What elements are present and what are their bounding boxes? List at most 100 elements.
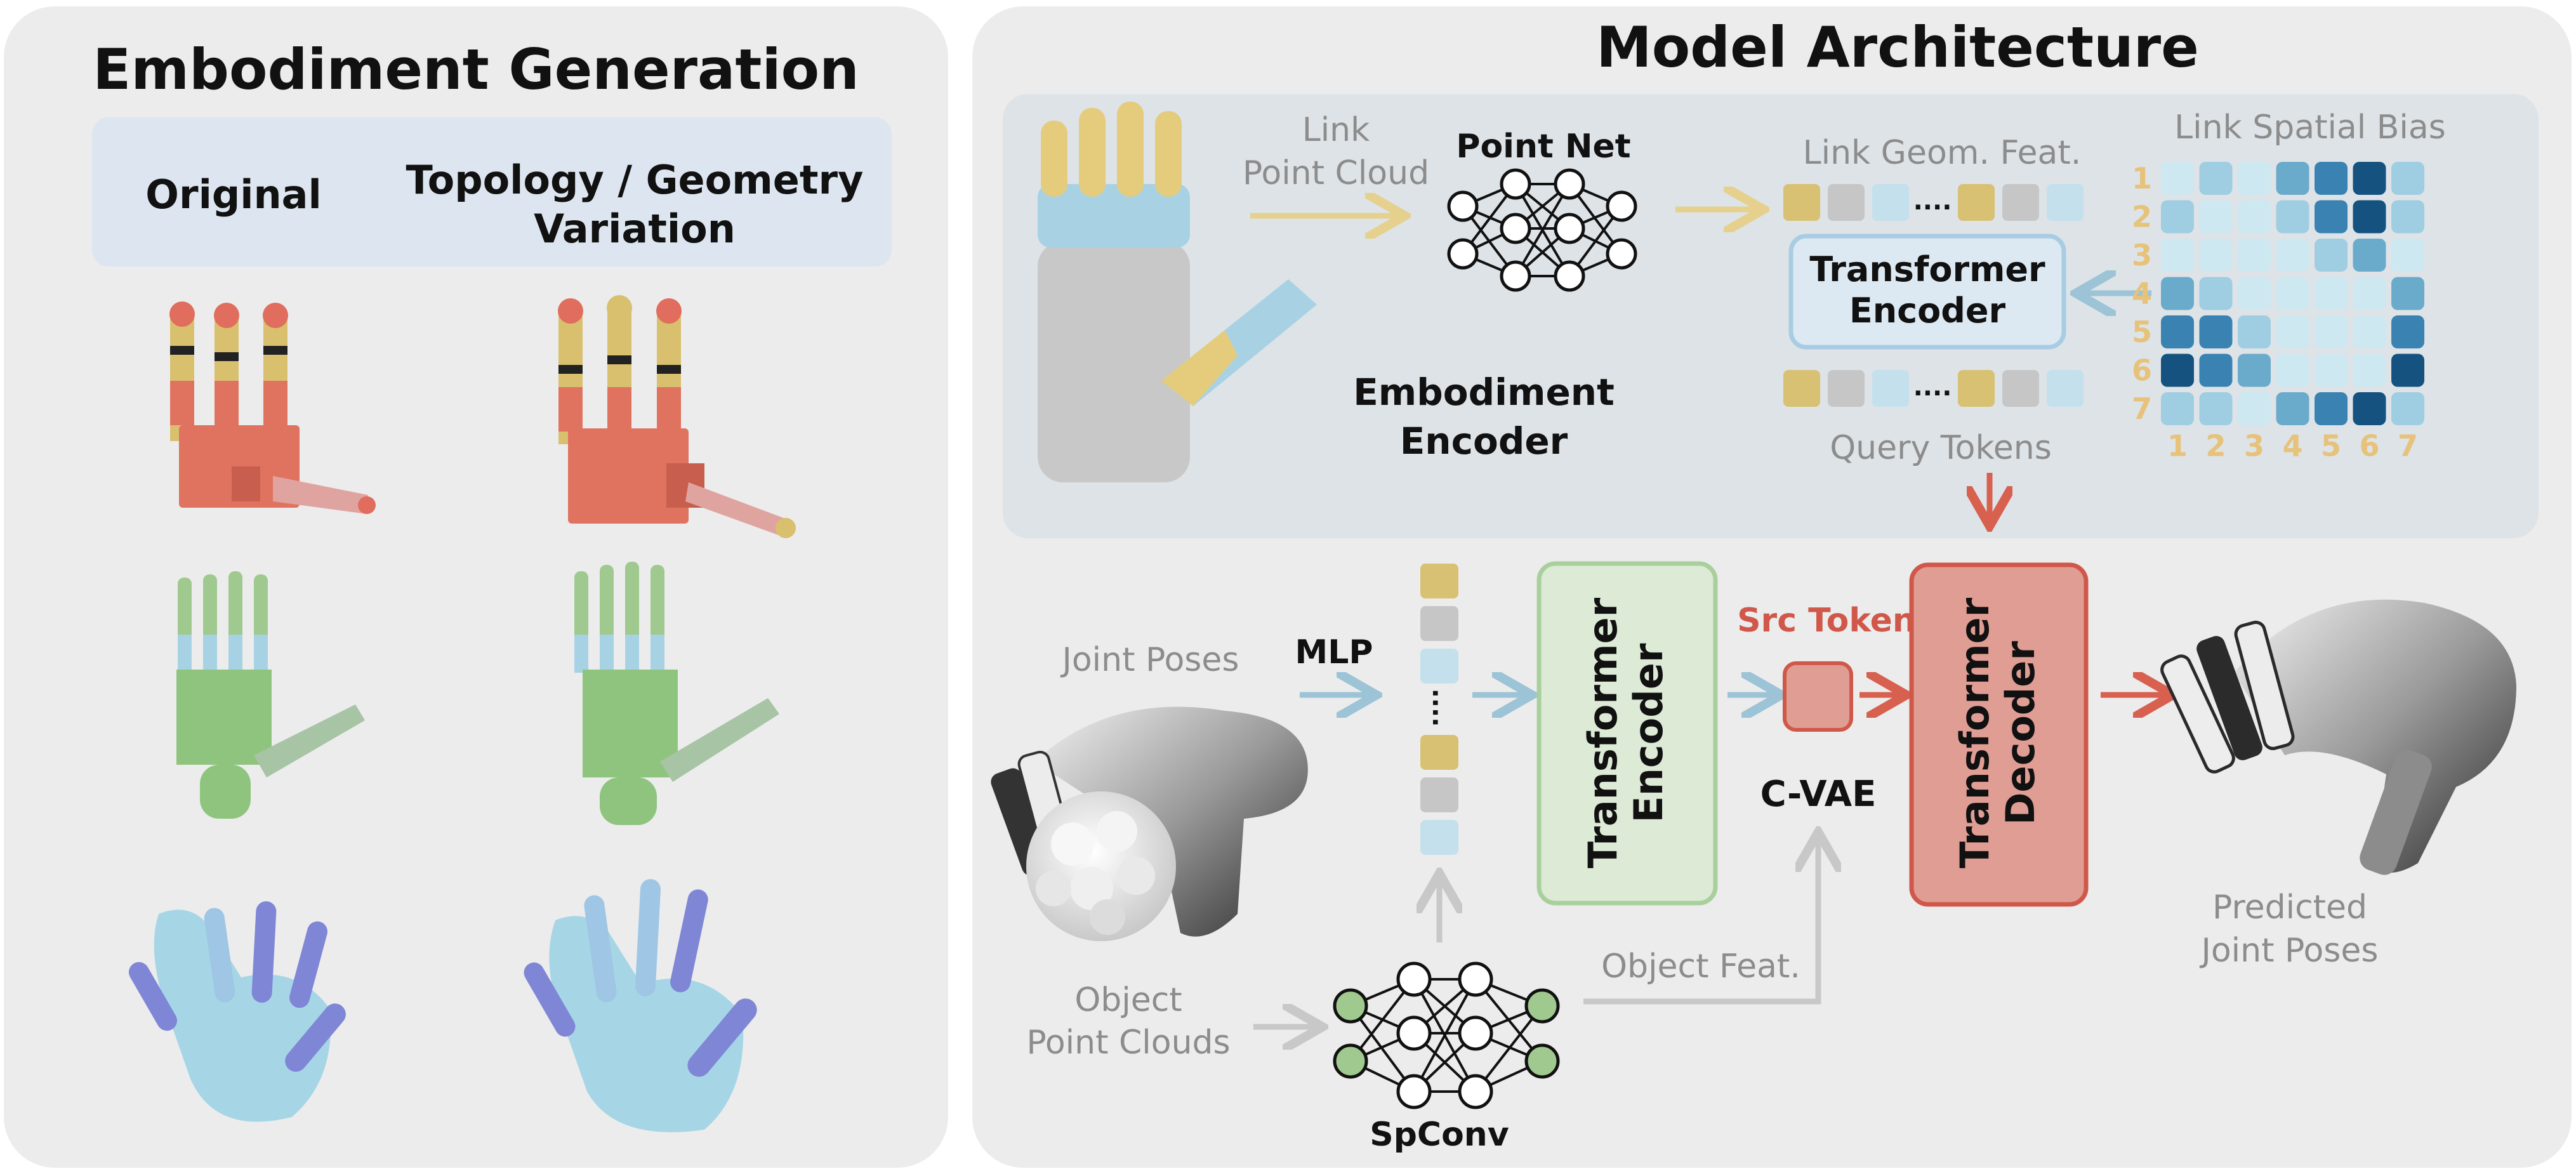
matrix-row-label: 1 — [2132, 161, 2152, 195]
red-hand-variation — [558, 295, 796, 538]
blue-hand-original — [129, 901, 346, 1122]
matrix-cell — [2161, 200, 2194, 234]
matrix-cell — [2276, 200, 2309, 234]
pose-tokens-ellipsis: .... — [1427, 689, 1456, 727]
link-point-cloud-label-2: Point Cloud — [1243, 154, 1429, 192]
matrix-cell — [2391, 315, 2424, 348]
spconv-icon — [1333, 961, 1560, 1109]
link-point-cloud-label-1: Link — [1302, 111, 1370, 149]
red-hand-original — [169, 301, 376, 514]
matrix-row-label: 7 — [2132, 392, 2152, 426]
matrix-cell — [2276, 277, 2309, 310]
predicted-joint-poses-label-1: Predicted — [2212, 889, 2367, 927]
matrix-cell — [2276, 392, 2309, 425]
blue-hand-variation — [524, 879, 757, 1132]
src-token-box — [1783, 661, 1853, 732]
matrix-cell — [2315, 392, 2348, 425]
matrix-cell — [2161, 353, 2194, 387]
matrix-row-label: 5 — [2132, 315, 2152, 349]
matrix-cell — [2199, 277, 2233, 310]
top-transformer-encoder-label-1: Transformer — [1809, 249, 2045, 289]
top-transformer-encoder-label-2: Encoder — [1849, 291, 2006, 331]
matrix-cell — [2391, 239, 2424, 272]
matrix-row-label: 4 — [2132, 277, 2152, 311]
matrix-cell — [2199, 315, 2233, 348]
top-transformer-encoder-box — [1788, 234, 2066, 350]
matrix-col-label: 2 — [2205, 429, 2226, 463]
matrix-col-label: 3 — [2244, 429, 2264, 463]
arrow-object-feat-to-cvae — [1583, 838, 1818, 1005]
matrix-cell — [2238, 315, 2271, 348]
link-point-cloud-hand — [1038, 102, 1317, 482]
green-hand-variation — [574, 562, 779, 825]
matrix-cell — [2238, 353, 2271, 387]
query-tokens-label: Query Tokens — [1830, 429, 2052, 467]
geom-feat-tokens — [1783, 184, 2084, 221]
matrix-cell — [2199, 200, 2233, 234]
src-token-label: Src Token — [1737, 602, 1916, 640]
matrix-cell — [2391, 392, 2424, 425]
matrix-cell — [2238, 200, 2271, 234]
predicted-robot-hand — [2160, 599, 2516, 875]
matrix-cell — [2276, 315, 2309, 348]
matrix-cell — [2315, 200, 2348, 234]
left-header-band — [92, 117, 892, 267]
mlp-label: MLP — [1295, 633, 1373, 671]
matrix-cell — [2161, 277, 2194, 310]
matrix-cell — [2276, 353, 2309, 387]
matrix-col-label: 1 — [2167, 429, 2188, 463]
spatial-bias-matrix — [2161, 162, 2424, 425]
matrix-cell — [2353, 353, 2386, 387]
matrix-row-labels: 1 2 3 4 5 6 7 — [2132, 161, 2152, 426]
col-variation-label-1: Topology / Geometry — [406, 157, 864, 203]
matrix-cell — [2391, 200, 2424, 234]
query-tokens-ellipsis: .... — [1913, 373, 1952, 402]
matrix-row-label: 2 — [2132, 200, 2152, 234]
matrix-cell — [2353, 315, 2386, 348]
point-net-icon — [1447, 168, 1637, 292]
matrix-cell — [2238, 239, 2271, 272]
matrix-cell — [2238, 277, 2271, 310]
spconv-label: SpConv — [1370, 1116, 1509, 1154]
matrix-cell — [2161, 392, 2194, 425]
matrix-cell — [2353, 277, 2386, 310]
matrix-cell — [2353, 239, 2386, 272]
cvae-label: C-VAE — [1760, 774, 1877, 815]
link-spatial-bias-label: Link Spatial Bias — [2174, 109, 2446, 147]
matrix-cell — [2161, 239, 2194, 272]
matrix-cell — [2199, 239, 2233, 272]
matrix-cell — [2353, 162, 2386, 195]
right-panel-title: Model Architecture — [1596, 15, 2199, 80]
matrix-row-label: 3 — [2132, 238, 2152, 272]
matrix-cell — [2353, 392, 2386, 425]
embodiment-encoder-region — [1003, 94, 2539, 538]
matrix-cell — [2391, 162, 2424, 195]
predicted-joint-poses-label-2: Joint Poses — [2200, 932, 2379, 970]
link-geom-feat-label: Link Geom. Feat. — [1803, 134, 2082, 172]
left-panel-title: Embodiment Generation — [93, 37, 859, 102]
matrix-col-label: 4 — [2282, 429, 2302, 463]
matrix-cell — [2238, 162, 2271, 195]
pose-tokens-column — [1420, 564, 1458, 855]
matrix-row-label: 6 — [2132, 353, 2152, 388]
col-variation-label-2: Variation — [534, 206, 736, 252]
embodiment-encoder-label-2: Encoder — [1400, 420, 1568, 463]
geom-feat-ellipsis: .... — [1913, 187, 1952, 216]
matrix-cell — [2353, 200, 2386, 234]
matrix-cell — [2199, 353, 2233, 387]
matrix-cell — [2161, 162, 2194, 195]
matrix-cell — [2315, 315, 2348, 348]
matrix-cell — [2315, 239, 2348, 272]
matrix-col-label: 6 — [2359, 429, 2379, 463]
joint-poses-label: Joint Poses — [1060, 641, 1239, 679]
query-tokens — [1783, 370, 2084, 407]
embodiment-encoder-label-1: Embodiment — [1353, 371, 1615, 414]
bottom-transformer-encoder-label-2: Encoder — [1625, 643, 1672, 823]
matrix-cell — [2276, 239, 2309, 272]
object-point-clouds-label-2: Point Clouds — [1026, 1024, 1230, 1062]
matrix-cell — [2315, 162, 2348, 195]
object-point-clouds-label-1: Object — [1074, 981, 1182, 1019]
transformer-decoder-box — [1909, 562, 2089, 907]
